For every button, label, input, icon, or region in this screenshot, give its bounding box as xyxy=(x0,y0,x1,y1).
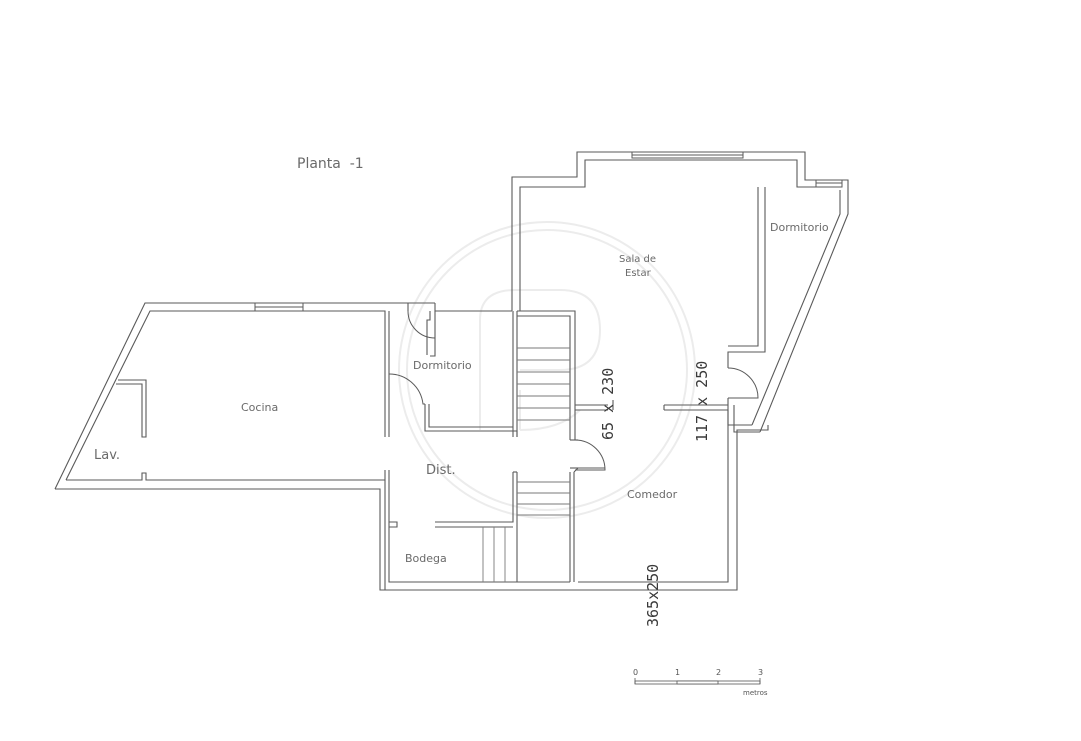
dimension-365x250: 365x250 xyxy=(644,564,662,627)
walls xyxy=(54,151,849,591)
room-label-salon-2: Estar xyxy=(625,268,652,279)
scale-tick-1: 1 xyxy=(675,668,680,677)
room-label-lavadero: Lav. xyxy=(94,448,120,463)
room-label-dormitorio-right: Dormitorio xyxy=(770,221,829,234)
scale-tick-2: 2 xyxy=(716,668,721,677)
room-label-comedor: Comedor xyxy=(627,488,678,501)
room-label-bodega: Bodega xyxy=(405,552,447,565)
watermark-logo xyxy=(398,221,696,519)
doors xyxy=(388,310,759,471)
dimension-65x230: 65 x 230 xyxy=(599,368,617,440)
scale-tick-0: 0 xyxy=(633,668,638,677)
scale-tick-3: 3 xyxy=(758,668,763,677)
room-label-cocina: Cocina xyxy=(241,401,278,414)
room-label-distribuidor: Dist. xyxy=(426,463,456,478)
room-label-salon-1: Sala de xyxy=(619,254,656,265)
room-label-dormitorio-left: Dormitorio xyxy=(413,359,472,372)
dimension-117x250: 117 x 250 xyxy=(693,361,711,442)
windows xyxy=(254,151,843,312)
plan-title: Planta -1 xyxy=(297,156,364,172)
scale-bar: 0 1 2 3 metros xyxy=(633,668,768,697)
scale-unit: metros xyxy=(743,689,768,697)
stairs xyxy=(482,347,570,582)
